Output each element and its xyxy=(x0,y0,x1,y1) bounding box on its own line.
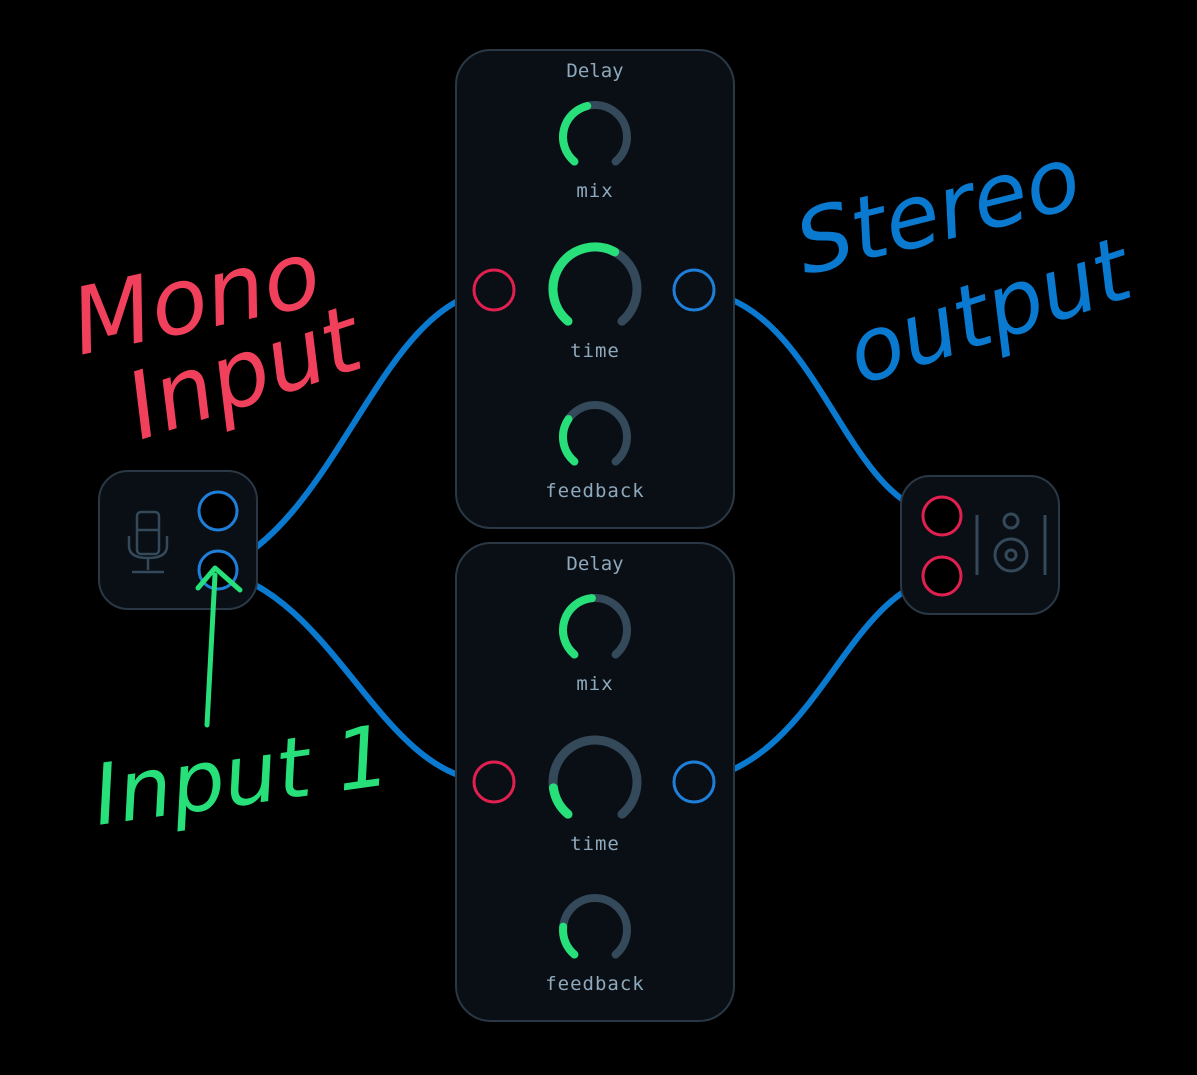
delay-1-time-knob[interactable] xyxy=(545,239,645,339)
knob-value-arc xyxy=(559,415,579,466)
knob-value-arc xyxy=(559,922,579,959)
cable-input-to-delay1[interactable] xyxy=(215,287,497,573)
microphone-icon xyxy=(127,510,169,574)
knob-track xyxy=(559,894,631,959)
delay-1-feedback-label: feedback xyxy=(545,480,645,502)
delay-1-time-label: time xyxy=(570,340,620,362)
delay-2-feedback-knob[interactable] xyxy=(555,890,635,970)
delay-2-time-label: time xyxy=(570,833,620,855)
input-module-graphics xyxy=(127,490,239,591)
delay-2-feedback-label: feedback xyxy=(545,973,645,995)
delay-1-title: Delay xyxy=(566,60,624,82)
input-port-1[interactable] xyxy=(197,549,239,591)
delay-1-mix-label: mix xyxy=(576,180,614,202)
knob-value-arc xyxy=(559,101,592,166)
input-port-2[interactable] xyxy=(197,490,239,532)
delay-module-1: Delay mix time feedback xyxy=(455,49,735,529)
delay-1-feedback-knob[interactable] xyxy=(555,397,635,477)
knob-value-arc xyxy=(548,783,573,819)
delay-2-mix-knob[interactable] xyxy=(555,590,635,670)
cable-input-to-delay2[interactable] xyxy=(215,567,497,785)
input-module[interactable] xyxy=(98,470,258,610)
delay-2-title: Delay xyxy=(566,553,624,575)
delay-module-2: Delay mix time feedback xyxy=(455,542,735,1022)
delay-2-time-knob[interactable] xyxy=(545,732,645,832)
delay-1-mix-knob[interactable] xyxy=(555,97,635,177)
knob-value-arc xyxy=(559,594,596,659)
output-port-left[interactable] xyxy=(921,495,963,537)
knob-value-arc xyxy=(548,242,620,326)
speaker-icon xyxy=(975,512,1047,575)
knob-track xyxy=(559,401,631,466)
delay-2-mix-label: mix xyxy=(576,673,614,695)
output-port-right[interactable] xyxy=(921,555,963,597)
output-module[interactable] xyxy=(900,475,1060,615)
output-module-graphics xyxy=(921,495,1047,597)
knob-track xyxy=(548,735,642,819)
